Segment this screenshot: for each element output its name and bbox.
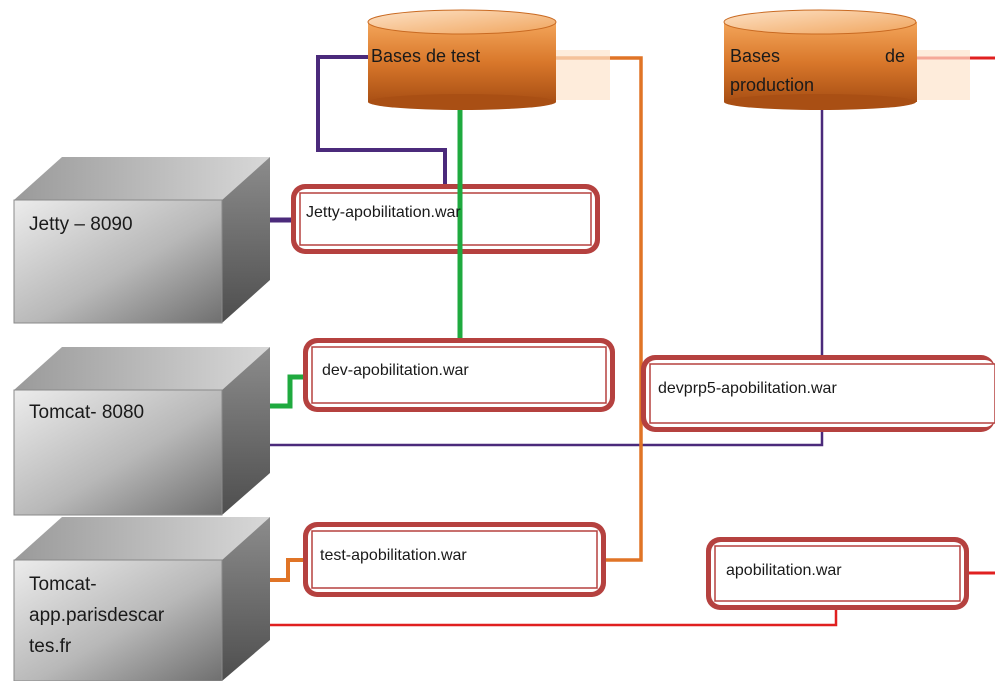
server-jetty-label: Jetty – 8090	[29, 214, 133, 235]
war-prod-box	[706, 537, 969, 610]
war-jetty-label: Jetty-apobilitation.war	[306, 204, 461, 221]
connector-prod-tomcatapp	[228, 610, 838, 650]
war-devprp5-label: devprp5-apobilitation.war	[658, 380, 837, 397]
war-dev-box	[303, 338, 615, 412]
war-devprp5-box	[641, 355, 995, 432]
database-production-label-right: de	[885, 46, 906, 66]
database-test-label: Bases de test	[371, 46, 481, 66]
connector-test-tomcatapp	[270, 558, 305, 582]
database-production-label-line2: production	[730, 75, 815, 95]
server-jetty	[13, 157, 270, 324]
server-tomcat-app-label-line2: app.parisdescar	[29, 605, 165, 626]
war-dev-label: dev-apobilitation.war	[322, 362, 469, 379]
war-jetty-box	[291, 184, 600, 254]
war-test-label: test-apobilitation.war	[320, 547, 467, 564]
database-test	[367, 9, 610, 110]
connector-testdb-jetty	[316, 55, 447, 196]
war-prod-label: apobilitation.war	[726, 562, 842, 579]
server-tomcat-8080-label: Tomcat- 8080	[29, 402, 145, 423]
server-tomcat-8080	[13, 347, 270, 516]
connector-dev-tomcat	[270, 374, 305, 409]
server-tomcat-app	[13, 517, 270, 681]
war-test-box	[303, 522, 606, 597]
database-production-label-left: Bases	[730, 46, 781, 66]
server-tomcat-app-label-line1: Tomcat-	[29, 574, 97, 595]
server-tomcat-app-label-line3: tes.fr	[29, 636, 72, 657]
database-production	[723, 9, 970, 110]
connector-testdb-test	[555, 56, 643, 562]
connector-devprp5-tomcat	[230, 432, 824, 447]
